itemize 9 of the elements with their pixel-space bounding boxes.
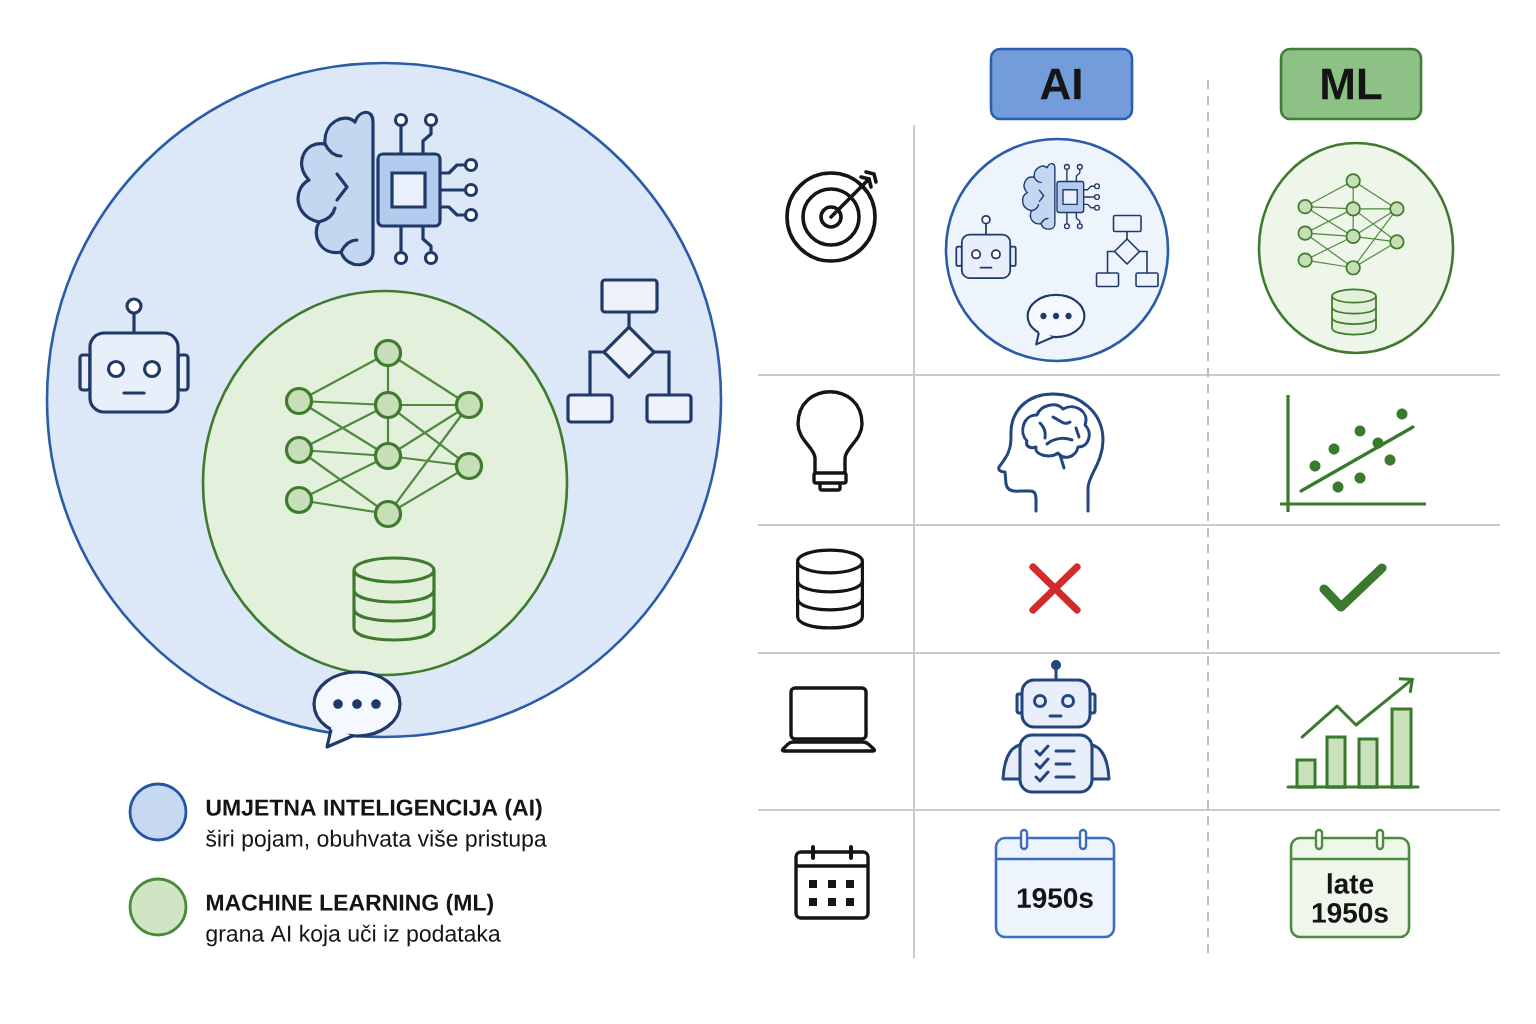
inner-circle [201,289,569,677]
column-header: ML [1279,47,1423,121]
legend-label: UMJETNA INTELIGENCIJA (AI) [206,798,542,821]
calendar-card: 1950s [994,828,1116,939]
legend-description: grana AI koja uči iz podataka [206,924,501,947]
legend-label: MACHINE LEARNING (ML) [206,893,493,916]
column-header: AI [989,47,1134,121]
legend-description: širi pojam, obuhvata više pristupa [206,829,547,852]
calendar-card: late 1950s [1289,828,1411,939]
